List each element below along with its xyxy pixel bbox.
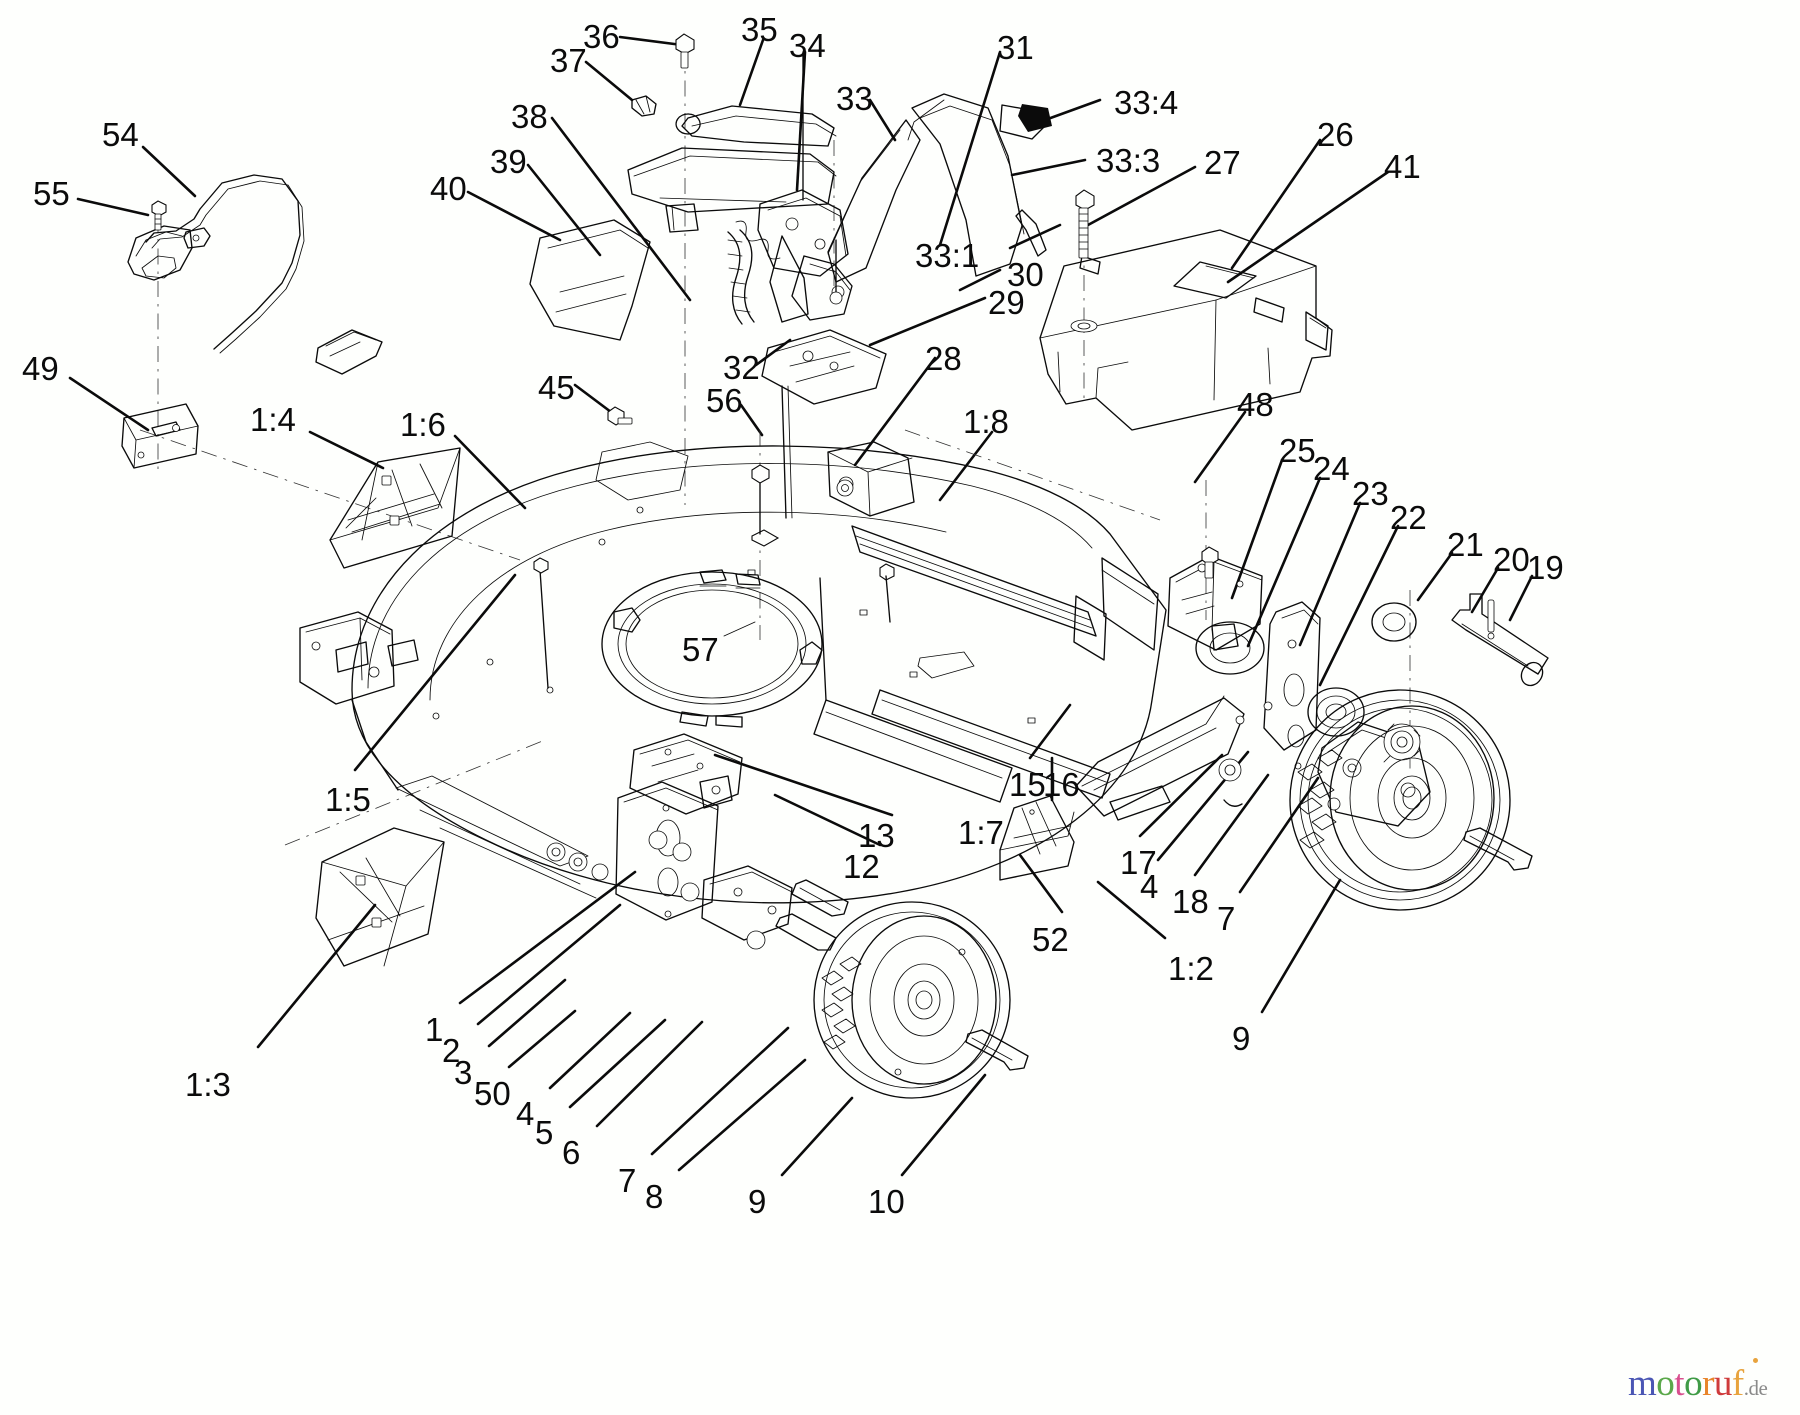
bolt-48 [1201,546,1219,579]
center-lines [139,48,1411,846]
spring-coil [727,220,781,325]
callout-20: 20 [1493,541,1530,578]
logo-letter-0: m [1628,1363,1657,1404]
right-hardware [1218,758,1243,807]
callout-49: 49 [22,350,59,387]
front-wheel [813,901,1029,1099]
callout-45: 45 [538,369,575,406]
leader-lines [68,35,1534,1177]
callout-28: 28 [925,340,962,377]
bolt-45 [607,406,633,426]
callout-1_3: 1:3 [185,1066,231,1103]
logo-letter-3: o [1684,1363,1703,1404]
callout-7a: 7 [1217,900,1236,937]
callout-1_8: 1:8 [963,403,1009,440]
callout-18: 18 [1172,883,1209,920]
callout-41: 41 [1384,148,1421,185]
part-1-7-wedge-guard [999,795,1075,881]
callout-9b: 9 [748,1183,767,1220]
callout-7b: 7 [618,1162,637,1199]
callout-36: 36 [583,18,620,55]
logo-letter-5: u [1713,1363,1733,1404]
callout-57: 57 [682,631,719,668]
callout-40: 40 [430,170,467,207]
logo-letter-6: f [1731,1363,1744,1404]
callout-1_6: 1:6 [400,406,446,443]
callout-21: 21 [1447,526,1484,563]
callout-25: 25 [1279,432,1316,469]
callout-38: 38 [511,98,548,135]
bolt-55 [151,200,167,231]
callout-1_5: 1:5 [325,781,371,818]
logo-letter-1: o [1656,1363,1675,1404]
callout-52: 52 [1032,921,1069,958]
part-54-rod-assembly [127,174,383,375]
callout-23: 23 [1352,475,1389,512]
callout-6: 6 [562,1134,581,1171]
stud-hardware [533,464,895,701]
callout-4b: 4 [516,1095,535,1132]
callout-9a: 9 [1232,1020,1251,1057]
callout-30: 30 [1007,256,1044,293]
bolt-36 [675,33,695,69]
callout-8: 8 [645,1178,664,1215]
bolt-28 [836,479,854,497]
callout-10: 10 [868,1183,905,1220]
handle-assembly [529,33,1052,519]
part-1-5-bracket [299,611,419,705]
part-49-bracket [121,403,199,469]
front-wheel-assembly [546,733,1029,1099]
callout-34: 34 [789,27,826,64]
logo-tld: .de [1743,1376,1768,1400]
callout-4a: 4 [1140,868,1159,905]
blade-spindle-ring [601,569,823,728]
callout-55: 55 [33,175,70,212]
callout-32: 32 [723,349,760,386]
logo-letter-2: t [1674,1363,1685,1404]
callout-13: 13 [858,817,895,854]
callout-33: 33 [836,80,873,117]
callout-54: 54 [102,116,139,153]
callout-48: 48 [1237,386,1274,423]
logo-dot-icon [1753,1358,1758,1363]
callout-39: 39 [490,143,527,180]
callout-17: 17 [1120,844,1157,881]
callout-27: 27 [1204,144,1241,181]
part-1-3-wedge-guard [315,827,445,967]
callout-33_1: 33:1 [915,237,980,274]
right-wheel [1289,689,1533,911]
callout-33_4: 33:4 [1114,84,1179,121]
part-1-4-wedge-guard [329,447,461,569]
callout-5: 5 [535,1114,554,1151]
callout-19: 19 [1527,549,1564,586]
bolt-27 [1075,189,1095,259]
callout-1_7: 1:7 [958,814,1004,851]
callout-15: 15 [1009,766,1046,803]
callout-26: 26 [1317,116,1354,153]
callout-31: 31 [997,29,1034,66]
rear-guard-rail [1075,695,1273,821]
callout-16: 16 [1043,766,1080,803]
part-26-cover-panel [1039,189,1333,431]
callout-22: 22 [1390,499,1427,536]
pin-34 [829,239,843,305]
motoruf-watermark: motoruf.de [1628,1362,1768,1405]
callout-2: 2 [442,1032,461,1069]
callout-1: 1 [425,1011,444,1048]
right-wheel-assembly [1167,546,1549,911]
callout-29: 29 [988,284,1025,321]
callout-1_2: 1:2 [1168,950,1214,987]
logo-letter-4: r [1702,1363,1714,1404]
callout-3: 3 [454,1054,473,1091]
callout-50: 50 [474,1075,511,1112]
callout-24: 24 [1313,450,1350,487]
callout-33_3: 33:3 [1096,142,1161,179]
mower-deck-housing [351,441,1167,904]
callout-37: 37 [550,42,587,79]
callout-35: 35 [741,11,778,48]
callout-56: 56 [706,382,743,419]
callout-12: 12 [843,848,880,885]
callout-1_4: 1:4 [250,401,296,438]
